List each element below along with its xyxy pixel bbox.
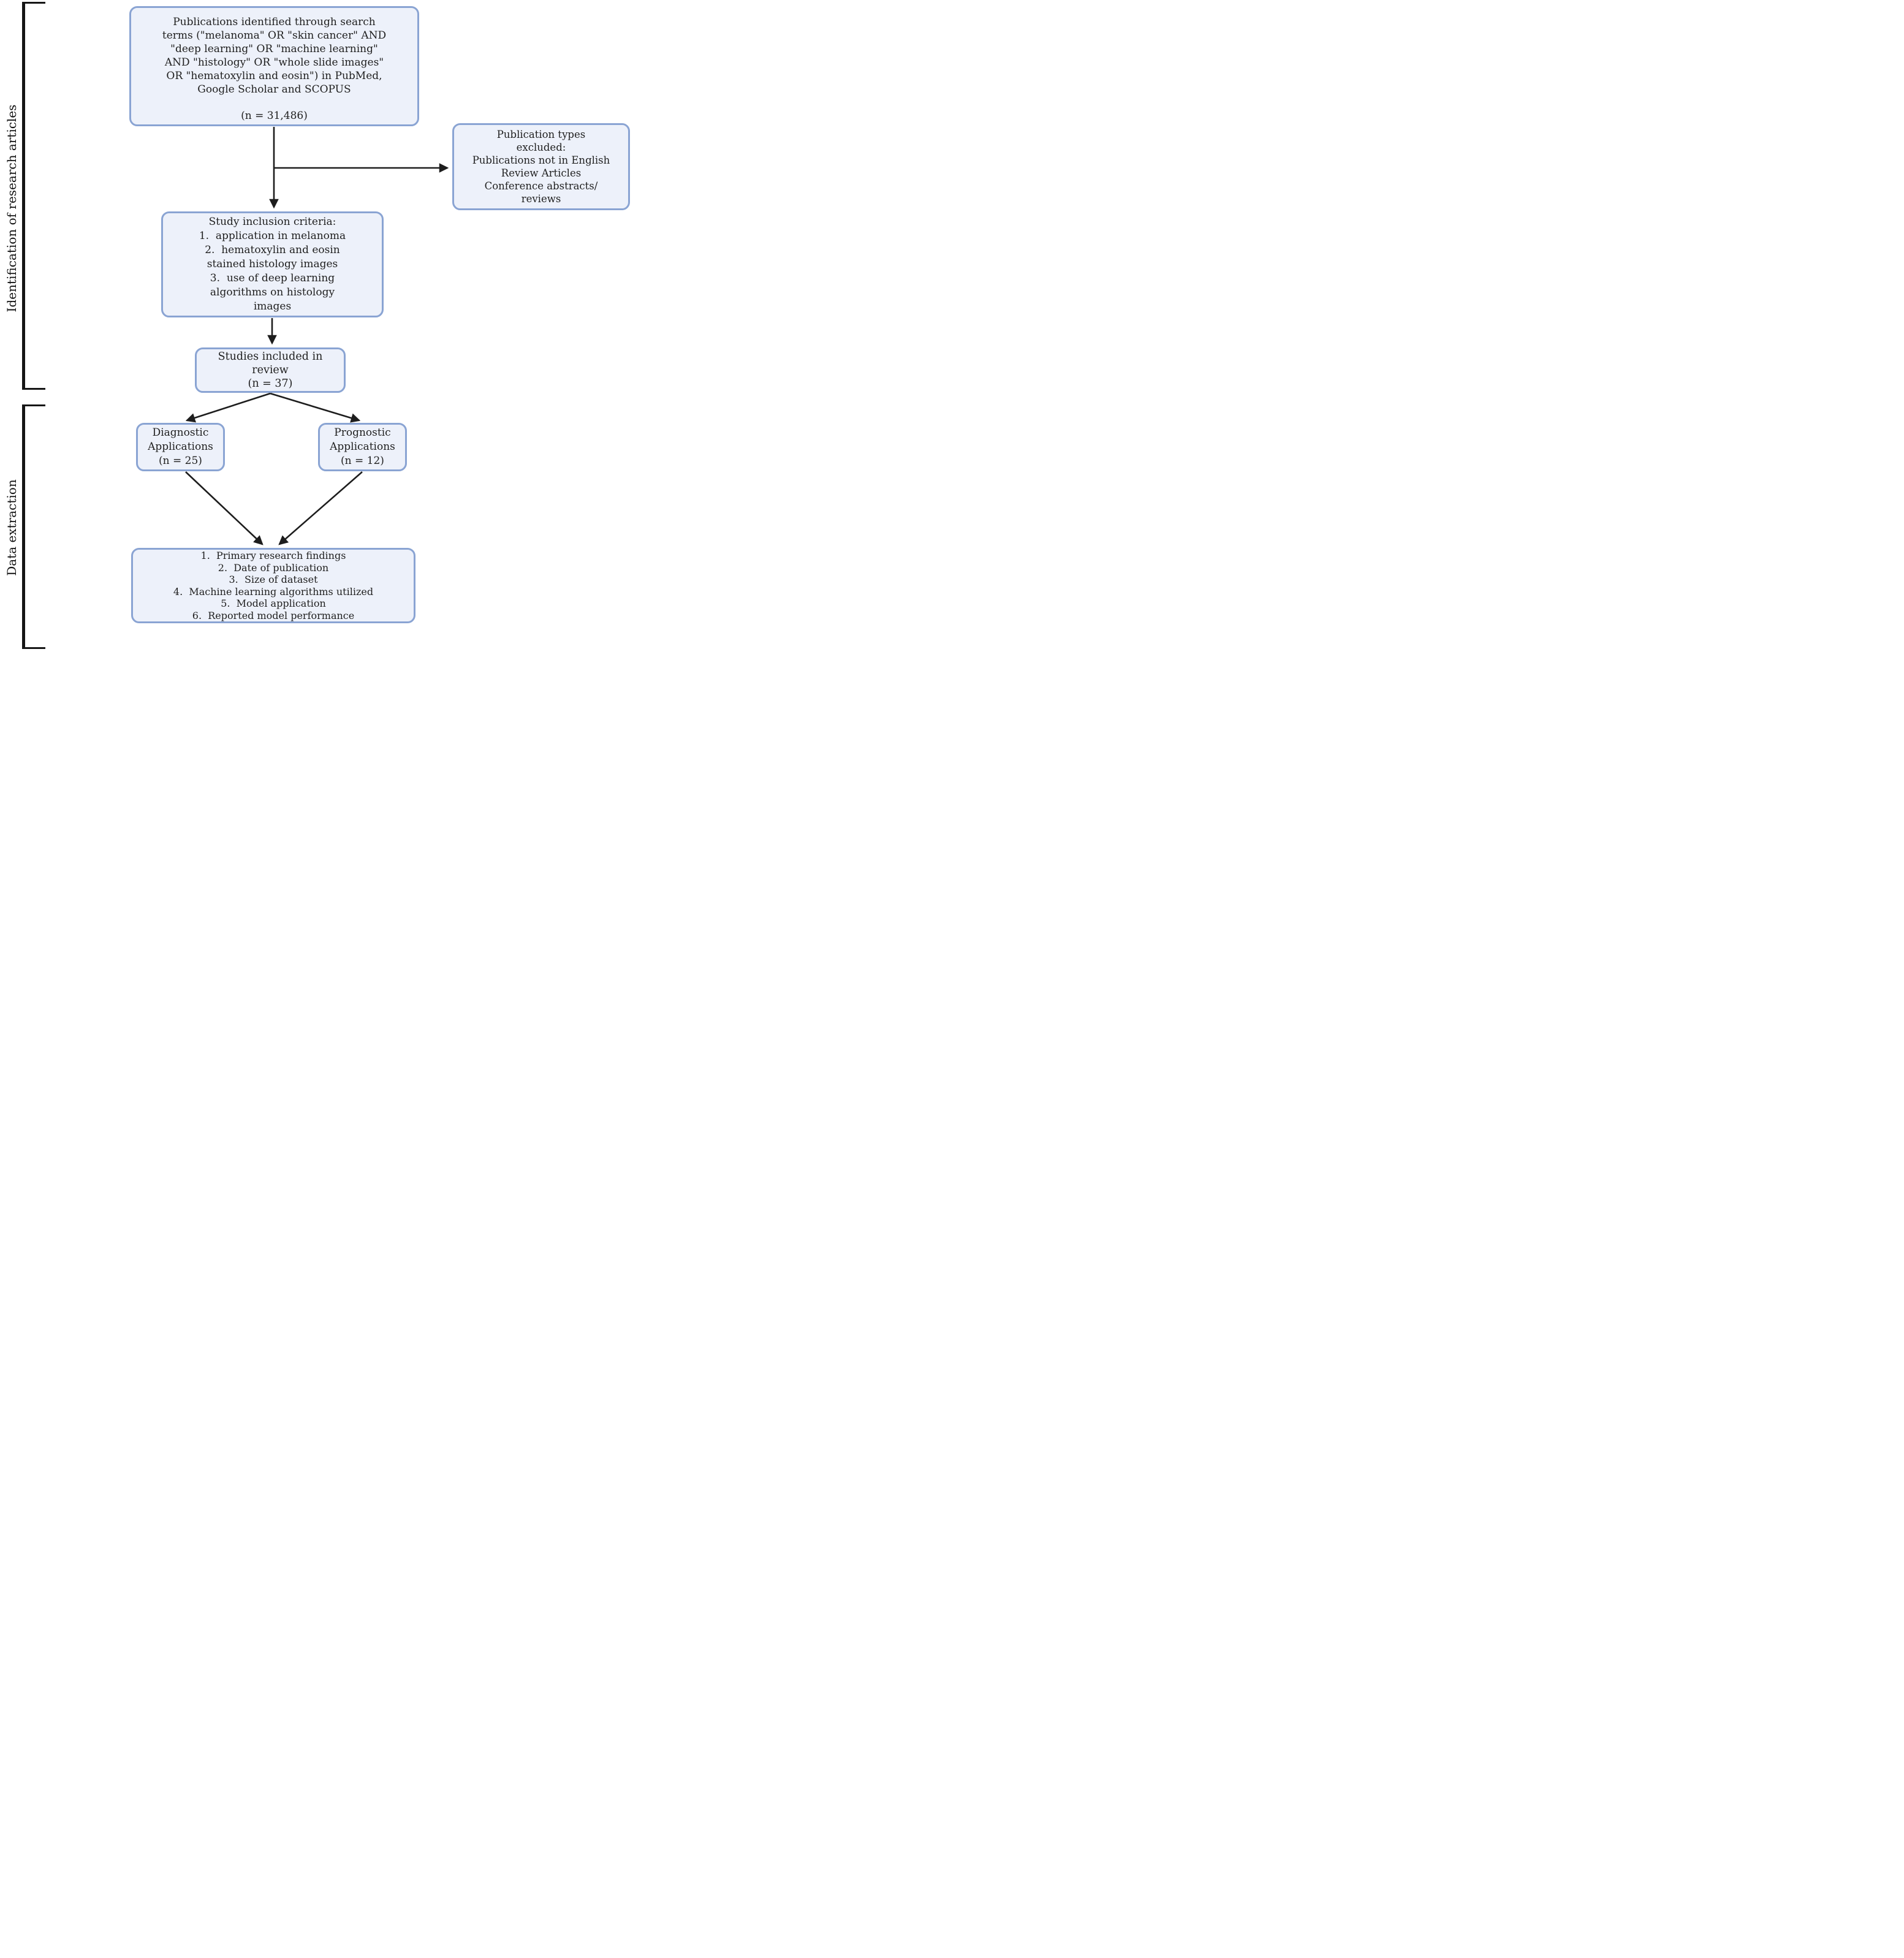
- prognostic-applications-text: Prognostic Applications (n = 12): [330, 427, 395, 467]
- section-label-data-extraction: Data extraction: [4, 479, 19, 576]
- arrow-prognostic-to-extraction: [278, 471, 363, 545]
- box-publications-identified: Publications identified through search t…: [129, 6, 419, 126]
- bracket-identification: [22, 2, 45, 390]
- publication-types-excluded-text: Publication types excluded: Publications…: [472, 129, 610, 205]
- box-diagnostic-applications: Diagnostic Applications (n = 25): [136, 423, 225, 471]
- arrow-included-to-prognostic: [270, 392, 361, 423]
- data-extraction-items-text: 1. Primary research findings 2. Date of …: [173, 550, 374, 621]
- publications-identified-text: Publications identified through search t…: [162, 16, 387, 96]
- arrow-diagnostic-to-extraction: [185, 471, 264, 545]
- bracket-data-extraction: [22, 404, 45, 649]
- study-inclusion-criteria-text: Study inclusion criteria: 1. application…: [199, 216, 346, 313]
- diagnostic-applications-text: Diagnostic Applications (n = 25): [148, 427, 213, 467]
- box-prognostic-applications: Prognostic Applications (n = 12): [318, 423, 407, 471]
- studies-included-text: Studies included in review (n = 37): [218, 351, 323, 390]
- box-studies-included-in-review: Studies included in review (n = 37): [195, 347, 346, 393]
- arrow-included-to-diagnostic: [185, 392, 271, 423]
- box-publication-types-excluded: Publication types excluded: Publications…: [452, 123, 630, 210]
- prisma-flow-diagram: Identification of research articles Data…: [0, 0, 635, 653]
- section-label-identification: Identification of research articles: [4, 104, 19, 313]
- box-data-extraction-items: 1. Primary research findings 2. Date of …: [131, 548, 415, 623]
- publications-identified-count: (n = 31,486): [241, 110, 308, 122]
- box-study-inclusion-criteria: Study inclusion criteria: 1. application…: [161, 211, 384, 317]
